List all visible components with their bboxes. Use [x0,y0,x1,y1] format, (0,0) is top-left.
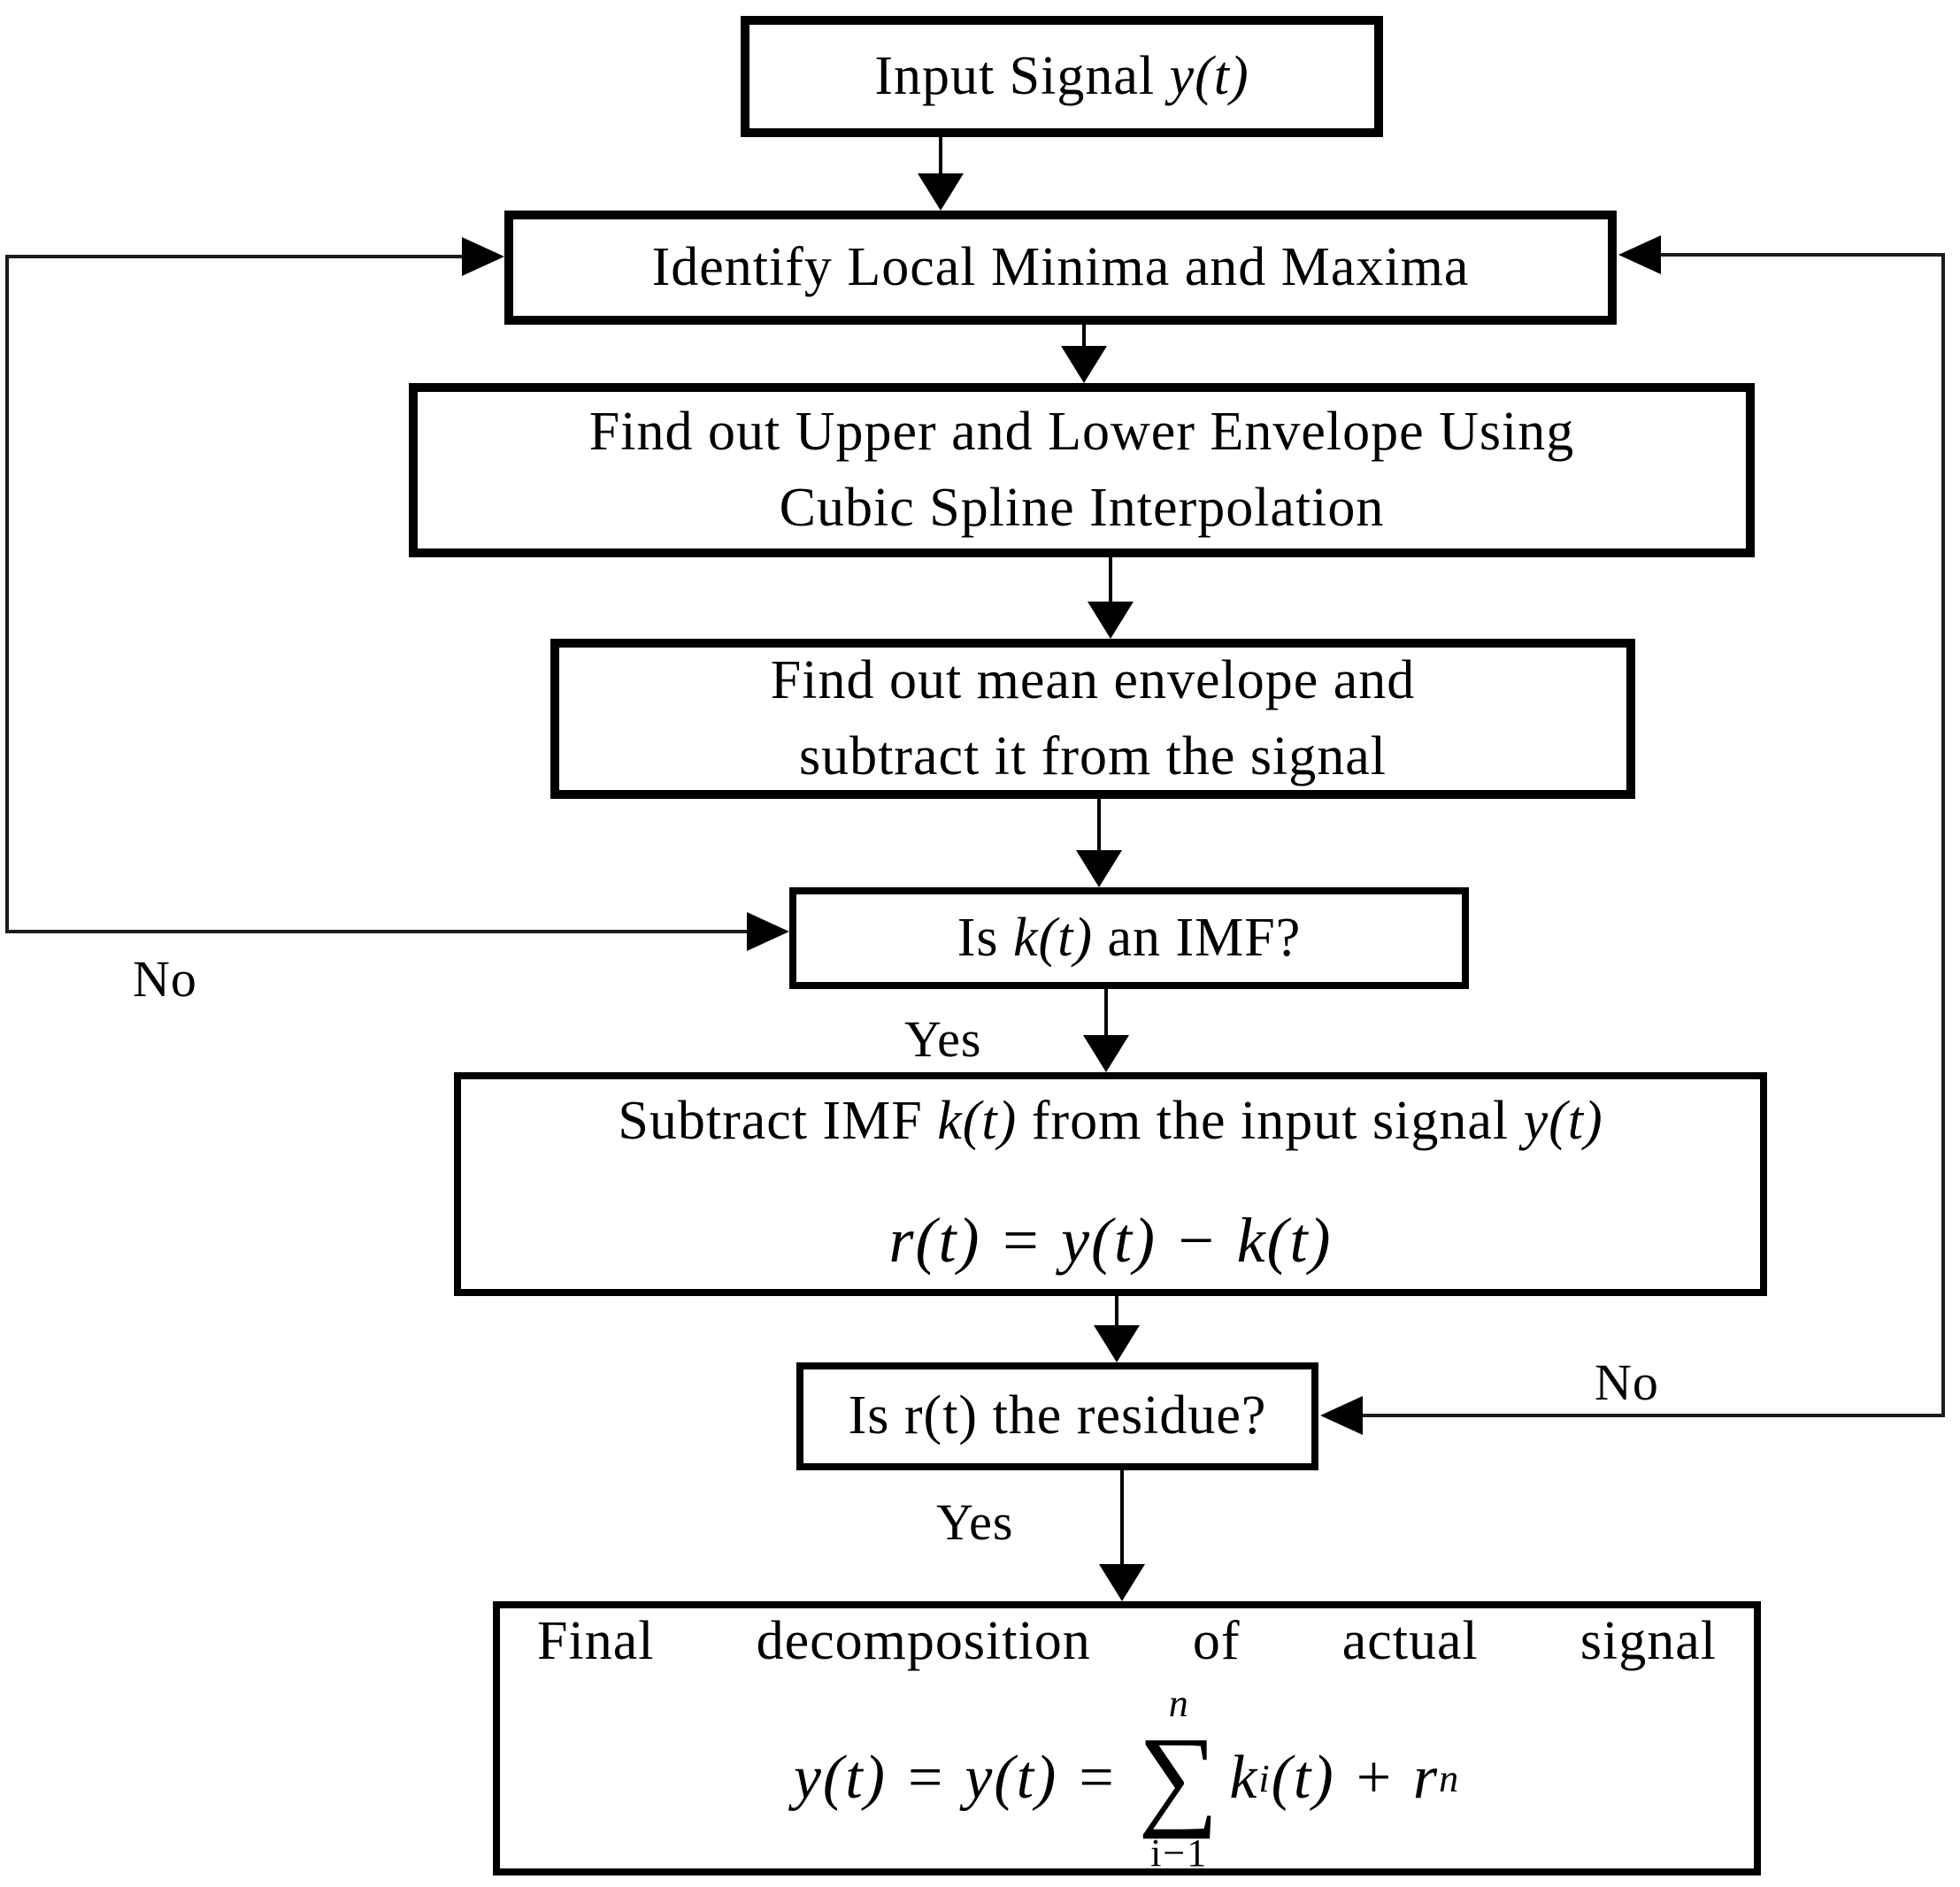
find-envelope-line1: Find out Upper and Lower Envelope Using [588,401,1575,462]
right-loop-bottom-line [1363,1414,1945,1417]
find-envelope-box: Find out Upper and Lower Envelope Using … [409,383,1755,557]
arrow-right-icon [747,912,789,951]
arrow-down-icon [1083,1035,1129,1072]
left-loop-bottom-line [5,930,747,933]
sigma-icon: ∑ [1138,1714,1221,1840]
residue-decision-box: Is r(t) the residue? [796,1362,1318,1470]
connector-input-identify [939,137,942,177]
arrow-down-icon [1094,1325,1140,1362]
arrow-right-icon [462,237,504,276]
label-yes-imf: Yes [904,1010,982,1068]
connector-residue-final [1120,1470,1124,1568]
subtract-imf-box: Subtract IMF k(t) from the input signal … [454,1072,1767,1296]
right-loop-top-line [1659,253,1945,257]
identify-minima-maxima-box: Identify Local Minima and Maxima [504,211,1617,325]
final-eq-k: k [1229,1744,1259,1813]
residual-formula: r(t) = y(t) − k(t) [888,1204,1333,1276]
summation-symbol: n ∑ i−1 [1138,1684,1220,1873]
mean-envelope-box: Find out mean envelope and subtract it f… [550,639,1635,799]
imf-decision-box: Is k(t) an IMF? [789,887,1469,989]
connector-imf-subtract [1104,989,1108,1039]
connector-subtract-residue [1115,1296,1118,1329]
final-eq-mid: (t) + r [1271,1744,1440,1813]
mean-envelope-line1: Find out mean envelope and [770,649,1416,710]
label-yes-residue: Yes [936,1493,1014,1551]
residue-decision-text: Is r(t) the residue? [848,1385,1267,1446]
final-decomposition-title: Final decomposition of actual signal [537,1610,1717,1671]
final-eq-pre: y(t) = y(t) = [793,1744,1119,1813]
label-no-left: No [133,950,197,1008]
connector-identify-envelope [1082,325,1086,349]
arrow-down-icon [1088,602,1134,639]
arrow-down-icon [1099,1564,1145,1601]
arrow-left-icon [1320,1396,1363,1435]
arrow-left-icon [1618,235,1661,274]
imf-decision-text: Is k(t) an IMF? [957,907,1302,968]
label-no-right: No [1595,1354,1659,1411]
connector-mean-imf [1097,799,1101,854]
arrow-down-icon [918,173,964,211]
arrow-down-icon [1061,346,1107,383]
sum-upper-limit: n [1168,1682,1190,1726]
subtract-imf-text: Subtract IMF k(t) from the input signal … [618,1091,1603,1152]
left-loop-vertical-line [5,257,9,933]
input-signal-text: Input Signal y(t) [874,45,1249,106]
input-signal-box: Input Signal y(t) [741,16,1383,137]
sum-lower-limit: i−1 [1150,1831,1209,1875]
mean-envelope-line2: subtract it from the signal [798,725,1387,786]
connector-envelope-mean [1109,557,1112,605]
right-loop-vertical-line [1941,253,1945,1417]
final-decomposition-box: Final decomposition of actual signal y(t… [493,1601,1761,1875]
identify-minima-maxima-text: Identify Local Minima and Maxima [651,236,1470,297]
arrow-down-icon [1076,850,1122,887]
find-envelope-line2: Cubic Spline Interpolation [779,477,1385,538]
left-loop-top-line [5,255,462,258]
